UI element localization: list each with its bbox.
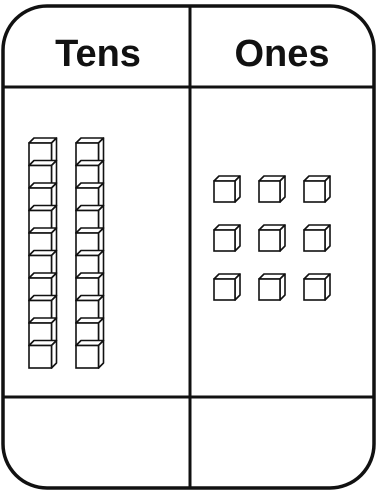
unit-cube	[214, 225, 240, 251]
ones-answer-cell	[192, 400, 370, 480]
unit-cube	[214, 274, 240, 300]
tens-answer-cell	[10, 400, 188, 480]
unit-cube	[304, 176, 330, 202]
tens-blocks-area	[29, 138, 104, 368]
rod-unit	[76, 341, 104, 369]
unit-cube	[214, 176, 240, 202]
ten-rod	[76, 138, 104, 368]
unit-cube	[259, 176, 285, 202]
ones-blocks-area	[214, 176, 330, 300]
unit-cube	[259, 225, 285, 251]
rod-unit	[29, 341, 57, 369]
tens-heading: Tens	[55, 33, 141, 75]
unit-cube	[304, 225, 330, 251]
unit-cube	[304, 274, 330, 300]
ten-rod	[29, 138, 57, 368]
unit-cube	[259, 274, 285, 300]
ones-heading: Ones	[234, 33, 329, 75]
